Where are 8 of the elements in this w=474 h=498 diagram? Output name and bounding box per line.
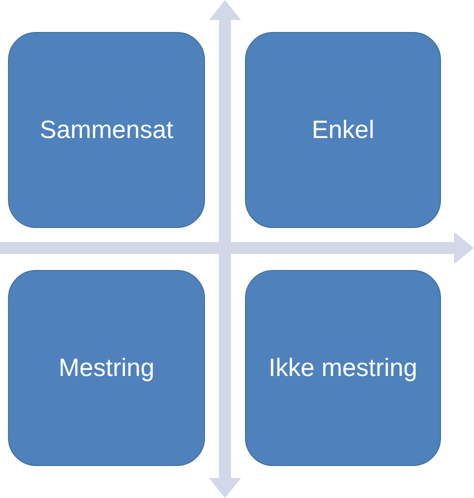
rounded-box	[8, 270, 205, 466]
box-label: Mestring	[58, 353, 154, 383]
box-label: Sammensat	[40, 115, 174, 145]
rounded-box	[8, 32, 205, 228]
box-label: Ikke mestring	[268, 353, 418, 383]
rounded-box	[245, 32, 441, 228]
rounded-box	[245, 270, 441, 466]
box-label: Enkel	[312, 115, 374, 145]
